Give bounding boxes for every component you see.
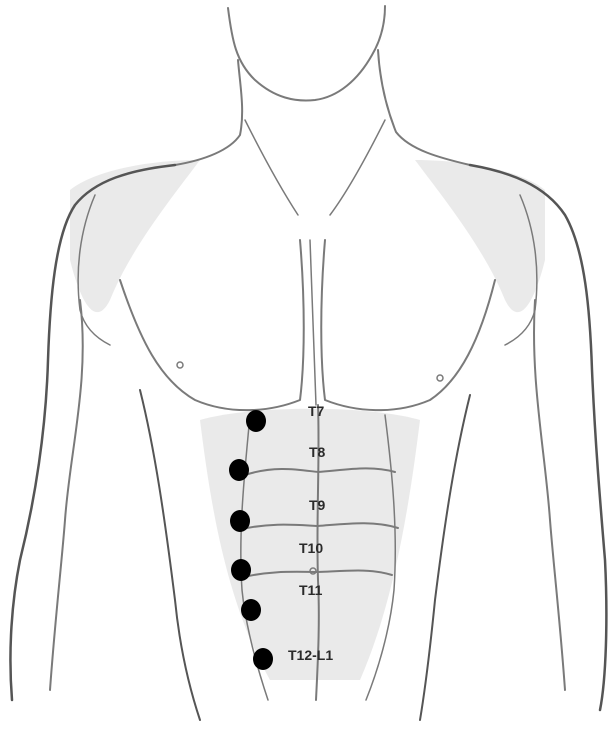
dot-t12-l1: [253, 648, 273, 670]
label-t9: T9: [309, 497, 326, 513]
label-t8: T8: [309, 444, 326, 460]
label-t12-l1: T12-L1: [288, 647, 333, 663]
dot-t9: [230, 510, 250, 532]
label-t10: T10: [299, 540, 323, 556]
dot-t10: [231, 559, 251, 581]
label-t11: T11: [299, 582, 323, 598]
dot-t11: [241, 599, 261, 621]
dot-t7: [246, 410, 266, 432]
dot-t8: [229, 459, 249, 481]
label-t7: T7: [308, 403, 325, 419]
